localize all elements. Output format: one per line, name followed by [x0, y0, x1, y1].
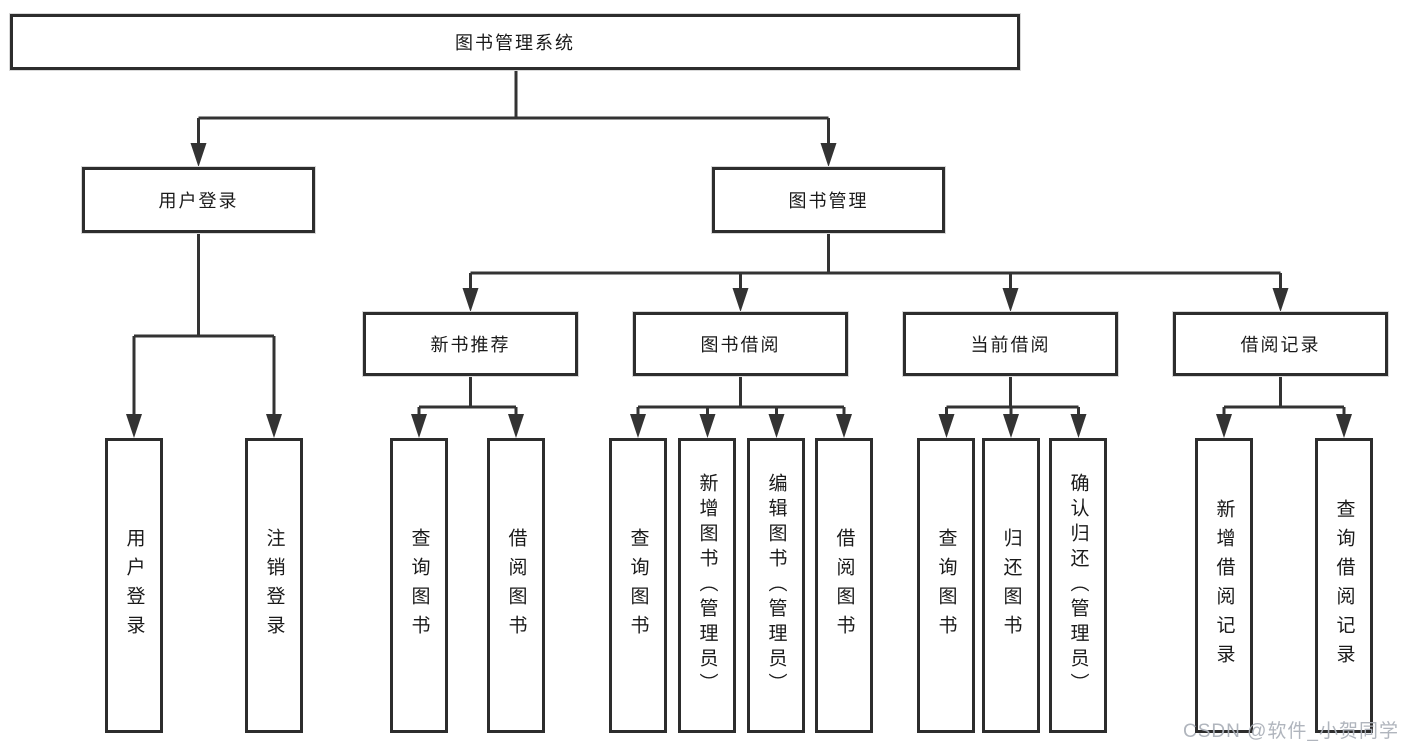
leaf-recommend-borrow-books: 借阅图书 [487, 438, 545, 733]
leaf-return-books: 归还图书 [982, 438, 1040, 733]
leaf-current-query-books: 查询图书 [917, 438, 975, 733]
leaf-add-borrow-record: 新增借阅记录 [1195, 438, 1253, 733]
leaf-borrow-books: 借阅图书 [815, 438, 873, 733]
node-book-management-branch: 图书管理 [712, 167, 945, 233]
leaf-edit-books-admin: 编辑图书（管理员） [747, 438, 805, 733]
node-borrowing-records: 借阅记录 [1173, 312, 1388, 376]
node-book-borrowing: 图书借阅 [633, 312, 848, 376]
node-root-system: 图书管理系统 [10, 14, 1020, 70]
leaf-add-books-admin: 新增图书（管理员） [678, 438, 736, 733]
node-new-book-recommend: 新书推荐 [363, 312, 578, 376]
node-current-borrowing: 当前借阅 [903, 312, 1118, 376]
arrowheads [126, 143, 1352, 438]
leaf-borrowing-query-books: 查询图书 [609, 438, 667, 733]
leaf-recommend-query-books: 查询图书 [390, 438, 448, 733]
leaf-query-borrow-record: 查询借阅记录 [1315, 438, 1373, 733]
csdn-watermark: CSDN @软件_小贺同学 [1183, 721, 1399, 742]
node-user-login-branch: 用户登录 [82, 167, 315, 233]
leaf-user-login: 用户登录 [105, 438, 163, 733]
leaf-confirm-return-admin: 确认归还（管理员） [1049, 438, 1107, 733]
leaf-logout: 注销登录 [245, 438, 303, 733]
